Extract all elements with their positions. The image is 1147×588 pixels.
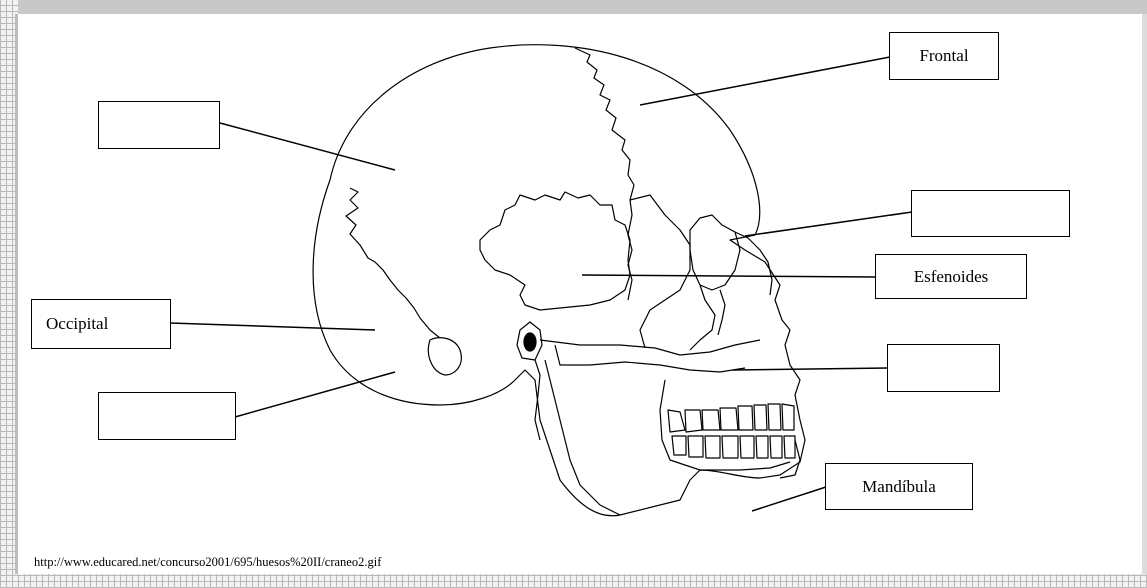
source-url: http://www.educared.net/concurso2001/695… (34, 555, 381, 570)
cranium-outline (313, 45, 805, 516)
label-box-frontal[interactable]: Frontal (889, 32, 999, 80)
label-box-right-upper[interactable] (911, 190, 1070, 237)
label-box-right-middle[interactable] (887, 344, 1000, 392)
zygomatic-bone (690, 285, 715, 350)
upper-teeth (668, 404, 794, 432)
leader-lines (170, 57, 912, 511)
leader-lower-left (235, 372, 395, 417)
zygomatic-inner (718, 290, 725, 335)
mandible-ramus (545, 360, 620, 515)
lambdoid-suture (346, 188, 440, 338)
leader-right-middle (733, 368, 888, 370)
mastoid (428, 338, 461, 375)
label-box-occipital[interactable]: Occipital (31, 299, 171, 349)
label-box-mandibula[interactable]: Mandíbula (825, 463, 973, 510)
label-box-lower-left[interactable] (98, 392, 236, 440)
orbit (690, 215, 740, 290)
temporal-squama (480, 192, 630, 310)
chin (780, 440, 800, 478)
styloid (535, 360, 540, 440)
ear-canal (524, 333, 536, 351)
lower-teeth (672, 436, 795, 458)
leader-right-upper (745, 212, 912, 236)
label-box-top-left[interactable] (98, 101, 220, 149)
leader-occipital (170, 323, 375, 330)
coronal-suture (575, 48, 634, 300)
sphenoid-border (630, 195, 690, 348)
maxilla-line (555, 345, 745, 372)
zygomatic-arch (540, 340, 760, 355)
leader-mandibula (752, 487, 826, 511)
leader-esfenoides (582, 275, 876, 277)
label-box-esfenoides[interactable]: Esfenoides (875, 254, 1027, 299)
leader-top-left (220, 123, 395, 170)
